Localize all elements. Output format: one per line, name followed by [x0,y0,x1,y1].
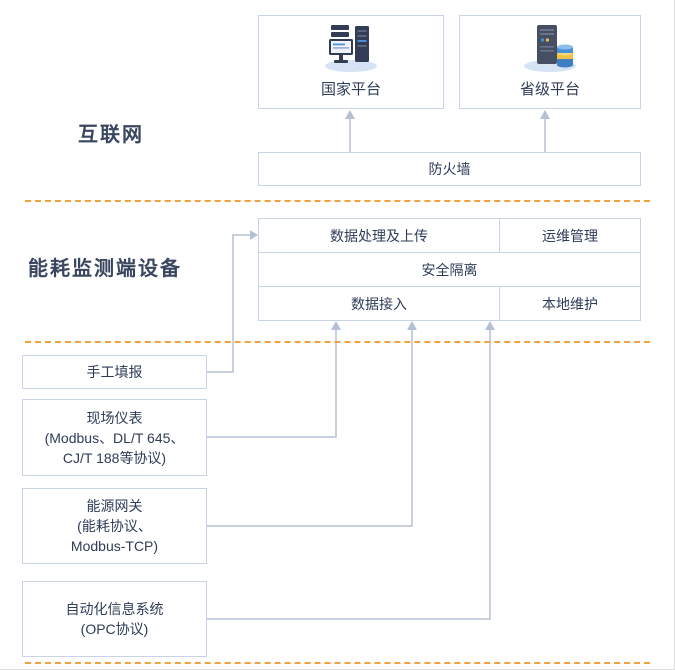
security-isolation-label: 安全隔离 [421,261,478,278]
ops-management-box: 运维管理 [499,218,641,253]
energy-gateway-protocols-line2: Modbus-TCP) [70,538,159,554]
separator-top [25,200,650,202]
arrow-right-processing-icon [250,230,258,240]
field-meters-protocols-line2: CJ/T 188等协议) [62,449,167,466]
arrow-up-access-2-icon [407,321,417,330]
manual-entry-box: 手工填报 [22,355,207,389]
connector-gateway-to-access [207,328,413,527]
monitor-server-icon [325,25,377,72]
automation-system-protocol: (OPC协议) [80,621,149,637]
field-meters-box: 现场仪表 (Modbus、DL/T 645、 CJ/T 188等协议) [22,399,207,476]
automation-system-title: 自动化信息系统 [65,601,164,617]
manual-entry-label: 手工填报 [86,364,143,380]
firewall-label: 防火墙 [428,161,471,177]
security-isolation-box: 安全隔离 [258,252,641,287]
field-meters-protocols-line1: (Modbus、DL/T 645、 [44,429,185,446]
field-meters-title: 现场仪表 [86,409,143,426]
provincial-platform-label: 省级平台 [519,81,580,98]
data-access-box: 数据接入 [258,286,500,321]
ops-management-label: 运维管理 [542,227,598,244]
server-database-icon [524,25,576,72]
separator-bottom [25,662,650,664]
connector-automation-to-access [207,328,491,620]
local-maintenance-label: 本地维护 [542,295,598,312]
internet-label: 互联网 [78,124,144,146]
arrow-up-access-3-icon [485,321,495,330]
arrow-up-national-icon [345,110,355,119]
arrow-up-access-1-icon [331,321,341,330]
energy-gateway-box: 能源网关 (能耗协议、 Modbus-TCP) [22,488,207,564]
automation-system-box: 自动化信息系统 (OPC协议) [22,581,207,657]
connector-meters-to-access [207,328,337,438]
firewall-box: 防火墙 [258,152,641,186]
national-platform-box: 国家平台 [258,15,444,109]
device-section-label: 能耗监测端设备 [28,258,182,280]
arrow-up-provincial-icon [540,110,550,119]
data-access-label: 数据接入 [351,295,407,312]
separator-middle [25,341,650,343]
provincial-platform-box: 省级平台 [459,15,641,109]
connector-manual-to-processing [207,234,250,373]
energy-gateway-protocols-line1: (能耗协议、 [77,518,152,534]
local-maintenance-box: 本地维护 [499,286,641,321]
data-processing-label: 数据处理及上传 [330,227,428,244]
energy-gateway-title: 能源网关 [86,498,143,514]
data-processing-box: 数据处理及上传 [258,218,500,253]
national-platform-label: 国家平台 [320,81,381,98]
